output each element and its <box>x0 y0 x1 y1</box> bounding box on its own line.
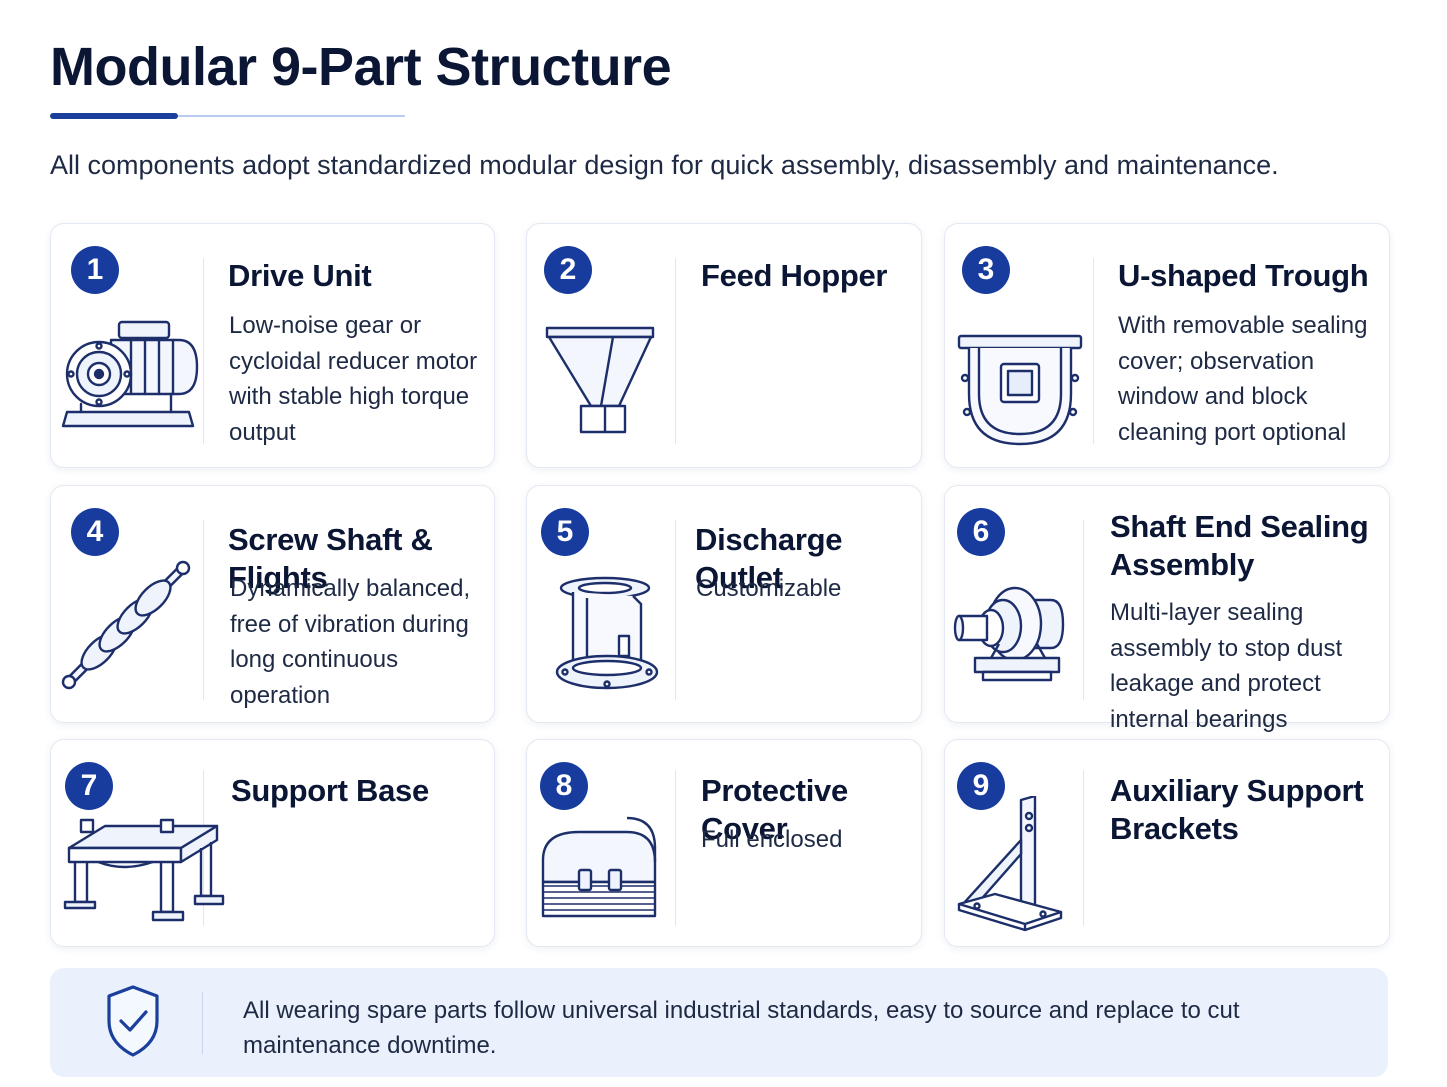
component-card-shaft-seal: 6 Shaft End Sealing Assembly Multi-layer… <box>944 485 1390 733</box>
step-number-badge: 5 <box>541 508 589 556</box>
step-number-badge: 4 <box>71 508 119 556</box>
step-number-badge: 1 <box>71 246 119 294</box>
component-card-feed-hopper: 2 Feed Hopper <box>526 223 922 468</box>
feed-hopper-icon <box>543 324 658 439</box>
card-title: Auxiliary Support Brackets <box>1110 773 1364 846</box>
support-bracket-icon <box>955 796 1067 936</box>
step-number-badge: 9 <box>957 762 1005 810</box>
footer-note: All wearing spare parts follow universal… <box>50 968 1388 1077</box>
card-description: Full enclosed <box>701 826 843 853</box>
component-card-protective-cover: 8 Protective Cover Full enclosed <box>526 739 922 947</box>
step-number-badge: 6 <box>957 508 1005 556</box>
component-card-drive-unit: 1 Drive Unit Low-noise gear or cycloidal… <box>50 223 495 468</box>
shaft-seal-icon <box>953 574 1075 696</box>
footer-text: All wearing spare parts follow universal… <box>243 997 1240 1059</box>
card-title: Feed Hopper <box>701 258 888 293</box>
u-trough-icon <box>955 332 1085 450</box>
step-number-badge: 3 <box>962 246 1010 294</box>
component-card-screw-shaft: 4 Screw Shaft & Flights Dynamically bala… <box>50 485 495 723</box>
page-subtitle: All components adopt standardized modula… <box>50 150 1279 180</box>
protective-cover-icon <box>539 816 661 926</box>
component-card-support-base: 7 Support Base <box>50 739 495 947</box>
card-description: Dynamically balanced, free of vibration … <box>230 575 471 709</box>
page-title: Modular 9-Part Structure <box>50 37 672 97</box>
card-title: Screw Shaft & Flights <box>228 522 433 595</box>
card-title: Discharge Outlet <box>695 522 843 595</box>
card-title: U-shaped Trough <box>1118 258 1369 293</box>
step-number-badge: 7 <box>65 762 113 810</box>
shield-check-icon <box>104 983 162 1059</box>
screw-shaft-icon <box>59 556 194 691</box>
step-number-badge: 8 <box>540 762 588 810</box>
card-title: Support Base <box>231 773 429 808</box>
component-card-support-brackets: 9 Auxiliary Support Brackets <box>944 739 1390 947</box>
support-base-icon <box>61 816 227 928</box>
card-title: Drive Unit <box>228 258 372 293</box>
step-number-badge: 2 <box>544 246 592 294</box>
card-title: Shaft End Sealing Assembly <box>1110 509 1369 582</box>
gear-motor-icon <box>61 312 201 437</box>
component-card-u-trough: 3 U-shaped Trough With removable sealing… <box>944 223 1390 468</box>
title-underline <box>50 113 405 119</box>
discharge-outlet-icon <box>553 574 663 696</box>
card-description: Low-noise gear or cycloidal reducer moto… <box>229 312 478 446</box>
component-card-discharge-outlet: 5 Discharge Outlet Customizable <box>526 485 922 723</box>
card-description: Customizable <box>696 575 842 602</box>
card-description: With removable sealing cover; observatio… <box>1118 312 1368 446</box>
card-description: Multi-layer sealing assembly to stop dus… <box>1110 599 1343 733</box>
card-title: Protective Cover <box>701 773 848 846</box>
